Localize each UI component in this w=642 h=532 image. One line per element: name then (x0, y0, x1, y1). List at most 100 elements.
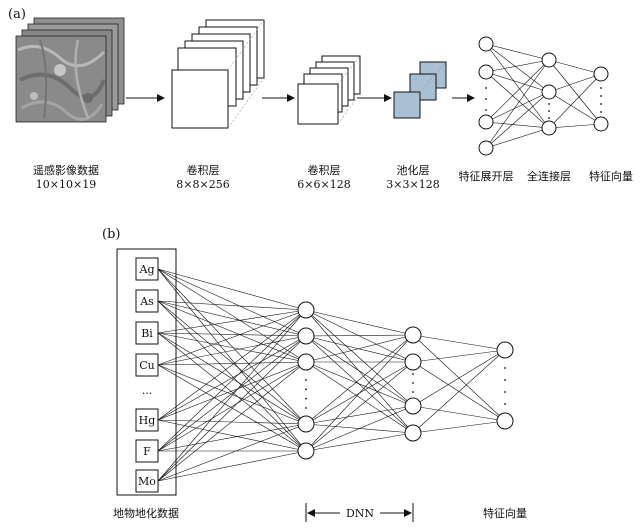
connection-line (412, 349, 506, 363)
fc-label-dense: 全连接层 (527, 169, 571, 183)
connection-line (485, 59, 550, 123)
dnn-edges (157, 268, 506, 482)
neuron-node (478, 64, 494, 80)
ellipsis-dot (600, 103, 602, 105)
connection-line (157, 361, 307, 482)
output-caption: 特征向量 (483, 506, 527, 520)
fc-nodes (478, 36, 609, 156)
neuron-node (478, 140, 494, 156)
connection-line (157, 309, 307, 366)
connection-line (305, 309, 414, 336)
stage-dims: 6×6×128 (297, 178, 350, 191)
connection-line (157, 300, 307, 311)
connection-line (157, 309, 307, 452)
connection-line (305, 361, 414, 452)
connection-line (485, 43, 550, 61)
connection-line (157, 268, 307, 337)
connection-line (157, 332, 307, 452)
connection-line (305, 309, 414, 434)
connection-line (157, 309, 307, 334)
input-feature-label: Bi (141, 327, 153, 340)
connection-line (157, 332, 307, 337)
neuron-node (297, 415, 315, 433)
ellipsis-dot (305, 388, 307, 391)
connection-line (157, 268, 307, 452)
connection-line (548, 91, 602, 125)
connection-line (485, 43, 550, 129)
conv-layer-2-stack (297, 55, 361, 125)
ellipsis-dot (548, 110, 550, 112)
connection-line (305, 361, 414, 407)
connection-line (485, 127, 550, 149)
ellipsis-dot (504, 403, 506, 405)
connection-line (548, 59, 602, 75)
kernel-projection (337, 55, 361, 85)
connection-line (157, 335, 307, 366)
feature-map (297, 83, 339, 125)
input-feature-label: Cu (139, 359, 155, 372)
connection-line (305, 309, 414, 363)
connection-line (485, 71, 550, 129)
neuron-node (593, 66, 609, 82)
connection-line (305, 432, 414, 452)
input-feature-box (135, 439, 159, 463)
neuron-node (297, 327, 315, 345)
kernel-projection (419, 61, 447, 93)
connection-line (548, 73, 602, 129)
connection-line (157, 419, 307, 452)
connection-line (157, 309, 307, 482)
dnn-label: DNN (346, 507, 374, 520)
connection-line (157, 268, 307, 425)
connection-line (157, 300, 307, 452)
input-feature-box (135, 321, 159, 345)
connection-line (157, 300, 307, 337)
stage-dims: 10×10×19 (36, 178, 96, 191)
stage-name: 遥感影像数据 (33, 163, 99, 177)
neuron-node (404, 397, 422, 415)
connection-line (548, 59, 602, 125)
connection-line (305, 361, 414, 434)
connection-line (157, 364, 307, 452)
ellipsis-dot (412, 382, 414, 384)
connection-line (157, 419, 307, 425)
ellipsis-dot (305, 379, 307, 381)
input-feature-label: Ag (139, 263, 155, 276)
connection-line (412, 334, 506, 351)
neuron-node (404, 424, 422, 442)
ellipsis-dot (600, 111, 602, 113)
connection-line (305, 335, 414, 407)
connection-line (485, 43, 550, 93)
neuron-node (541, 52, 557, 68)
fc-label-flatten: 特征展开层 (459, 169, 514, 183)
conv-layer-1-stack (171, 19, 265, 129)
feature-map (171, 69, 229, 129)
pooling-layer (393, 61, 447, 119)
input-feature-label: Mo (138, 475, 156, 488)
connection-line (157, 335, 307, 452)
connection-line (412, 349, 506, 434)
neuron-node (297, 301, 315, 319)
neuron-node (297, 442, 315, 460)
connection-line (548, 73, 602, 93)
connection-line (157, 361, 307, 366)
neuron-node (541, 84, 557, 100)
input-feature-box (135, 353, 159, 377)
connection-line (157, 268, 307, 311)
ellipsis-dot (412, 391, 414, 393)
connection-line (305, 309, 414, 407)
connection-line (157, 364, 307, 425)
ellipsis-dot (485, 87, 487, 89)
connection-line (157, 300, 307, 363)
pooled-map (393, 91, 421, 119)
connection-line (157, 332, 307, 425)
input-ellipsis: ... (142, 384, 153, 397)
ellipsis-dot (548, 103, 550, 105)
connection-line (157, 335, 307, 482)
neuron-node (478, 36, 494, 52)
stage-name: 卷积层 (187, 163, 220, 177)
input-feature-label: Hg (139, 414, 156, 427)
neuron-node (404, 353, 422, 371)
connection-line (412, 349, 506, 407)
connection-line (548, 123, 602, 129)
